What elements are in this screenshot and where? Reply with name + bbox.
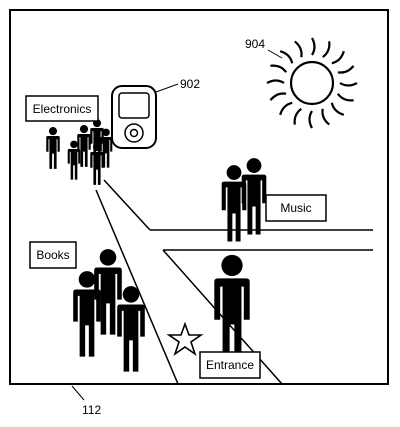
person-icon xyxy=(46,127,60,169)
sun-reference-number: 904 xyxy=(245,37,265,51)
sun-leader-line xyxy=(267,49,283,59)
music-crowd xyxy=(221,158,267,242)
entrance-label: Entrance xyxy=(206,358,254,372)
electronics-label: Electronics xyxy=(33,102,92,116)
device-leader-line xyxy=(155,83,179,93)
books-sign: Books xyxy=(29,241,77,269)
star-icon xyxy=(166,321,204,357)
music-label: Music xyxy=(280,201,311,215)
portable-media-player-icon xyxy=(111,85,157,149)
figure-reference-number: 112 xyxy=(82,403,101,417)
device-reference-number: 902 xyxy=(180,77,200,91)
figure-leader-line xyxy=(71,385,85,401)
electronics-sign: Electronics xyxy=(25,95,99,122)
frame-border xyxy=(9,9,389,385)
music-sign: Music xyxy=(265,194,327,222)
books-crowd xyxy=(73,249,145,372)
electronics-crowd xyxy=(46,119,113,185)
person-icon xyxy=(214,254,250,365)
sun-icon xyxy=(266,37,358,129)
aisle-lines xyxy=(95,179,373,385)
entrance-person xyxy=(214,254,250,365)
books-label: Books xyxy=(36,248,69,262)
entrance-sign: Entrance xyxy=(199,351,261,379)
